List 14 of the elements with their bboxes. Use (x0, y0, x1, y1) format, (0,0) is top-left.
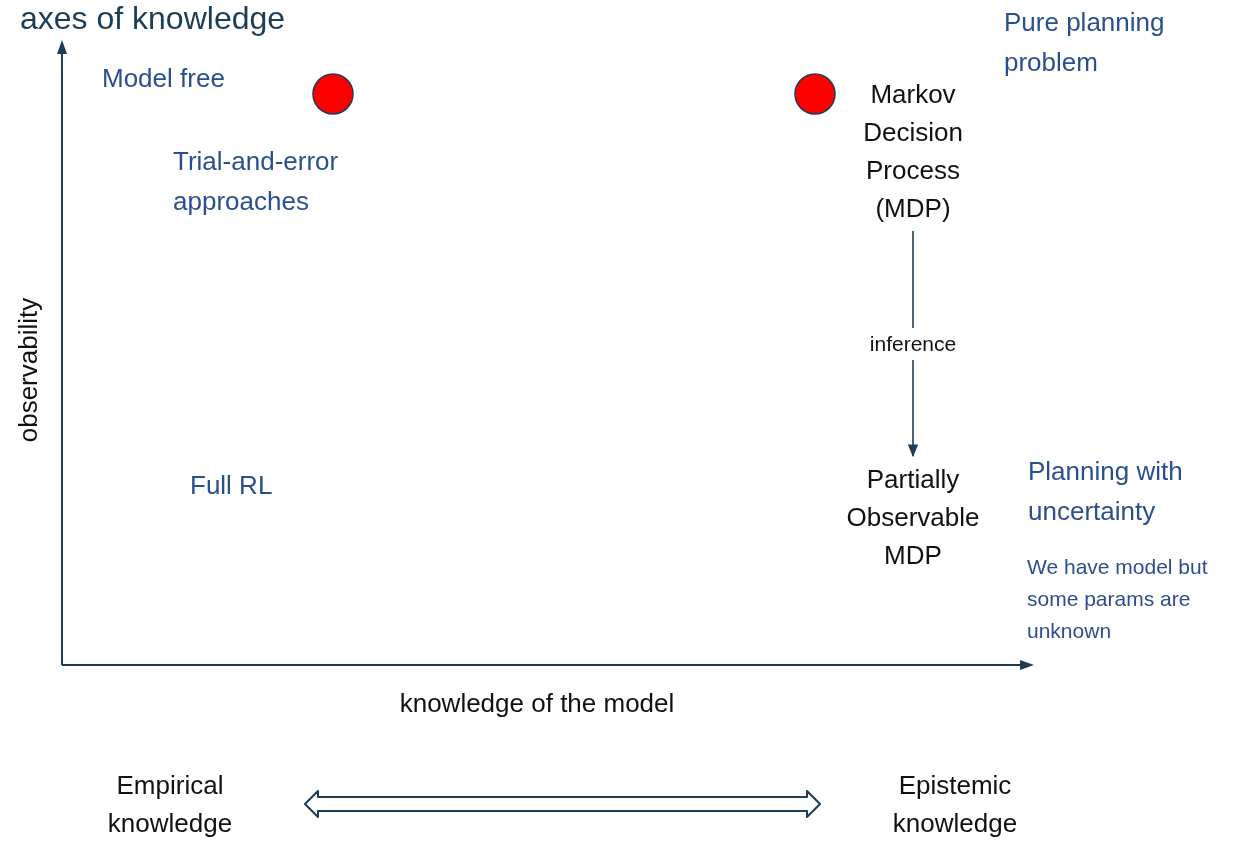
axis-label: knowledge of the model (398, 687, 676, 720)
node-label: Empirical knowledge (95, 766, 245, 842)
annotation-text: We have model but some params are unknown (1027, 554, 1209, 644)
node-label: Partially Observable MDP (823, 460, 1003, 574)
annotation-text: Planning with uncertainty (1028, 455, 1184, 528)
annotation-text: Full RL (190, 469, 274, 502)
annotation-text: Model free (102, 62, 226, 95)
axis-label: observability (12, 297, 44, 443)
node-label: Markov Decision Process (MDP) (843, 75, 983, 227)
annotation-text: Pure planning problem (1004, 6, 1166, 79)
annotation-text: Trial-and-error approaches (173, 145, 340, 218)
node-label: Epistemic knowledge (880, 766, 1030, 842)
double-arrow (304, 790, 821, 818)
title: axes of knowledge (20, 0, 286, 37)
